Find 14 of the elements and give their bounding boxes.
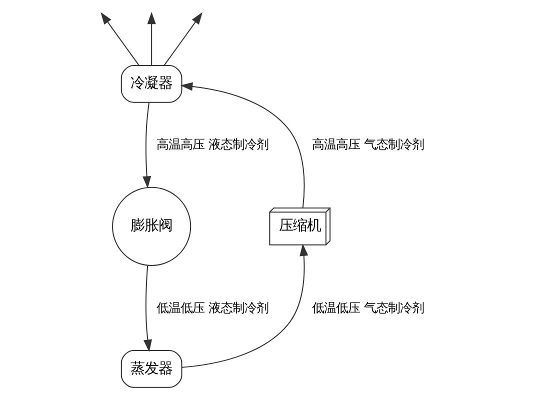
node-box: 冷凝器 [120,65,182,103]
arrow [142,102,151,189]
edge-label: 高温高压 气态制冷剂 [312,137,424,152]
arrow [163,12,202,66]
arrow [100,12,139,66]
arrow [180,82,304,208]
node-box: 蒸发器 [120,350,182,388]
edge-label: 低温低压 气态制冷剂 [312,300,424,315]
node-circle: 膨胀阀 [112,186,191,266]
arrow [142,266,152,352]
edge-label: 高温高压 液态制冷剂 [156,137,268,152]
arrow [181,244,308,368]
edge-label: 低温低压 液态制冷剂 [156,300,268,315]
arrow [146,12,156,66]
